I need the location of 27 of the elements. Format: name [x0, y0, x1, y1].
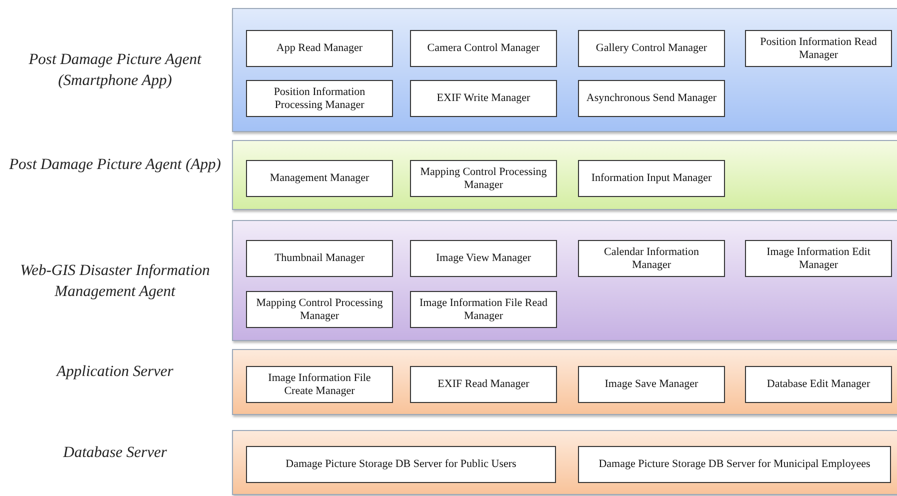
component-box: Calendar Information Manager: [578, 240, 725, 277]
component-box: Damage Picture Storage DB Server for Public Users: [246, 446, 556, 483]
component-box: Image Save Manager: [578, 366, 725, 403]
component-box: Image Information Edit Manager: [745, 240, 892, 277]
component-box: Image View Manager: [410, 240, 557, 277]
component-box: Damage Picture Storage DB Server for Municipal Employees: [578, 446, 891, 483]
component-box: Position Information Processing Manager: [246, 80, 393, 117]
component-box: Image Information File Create Manager: [246, 366, 393, 403]
component-box: Management Manager: [246, 160, 393, 197]
component-box: Gallery Control Manager: [578, 30, 725, 67]
layer-heading: Web-GIS Disaster Information Management Agent: [19, 260, 211, 302]
layer-heading: Database Server: [62, 442, 168, 462]
layer-heading: Post Damage Picture Agent (App): [8, 155, 222, 175]
component-box: Camera Control Manager: [410, 30, 557, 67]
component-box: Database Edit Manager: [745, 366, 892, 403]
component-box: Information Input Manager: [578, 160, 725, 197]
component-box: Position Information Read Manager: [745, 30, 892, 67]
component-box: App Read Manager: [246, 30, 393, 67]
component-box: Asynchronous Send Manager: [578, 80, 725, 117]
component-box: EXIF Read Manager: [410, 366, 557, 403]
component-box: Thumbnail Manager: [246, 240, 393, 277]
component-box: Mapping Control Processing Manager: [246, 291, 393, 328]
layer-heading: Post Damage Picture Agent (Smartphone App): [28, 50, 202, 91]
component-box: Mapping Control Processing Manager: [410, 160, 557, 197]
component-box: Image Information File Read Manager: [410, 291, 557, 328]
layer-heading: Application Server: [54, 362, 174, 382]
component-box: EXIF Write Manager: [410, 80, 557, 117]
